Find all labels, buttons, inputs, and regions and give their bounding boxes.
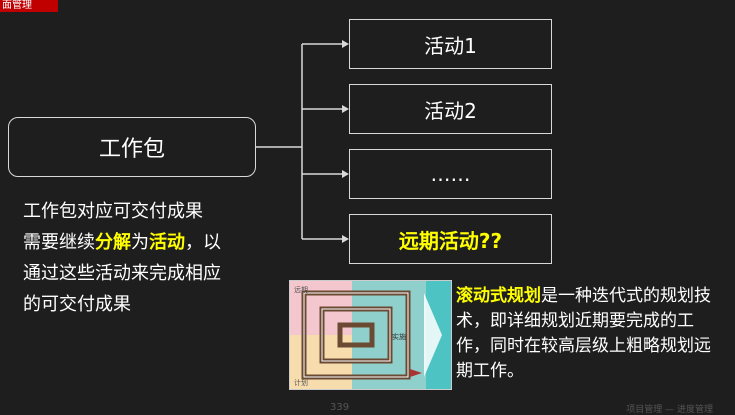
image-label-far: 远期: [294, 286, 308, 294]
work-package-description: 工作包对应可交付成果 需要继续分解为活动，以 通过这些活动来完成相应 的可交付成…: [23, 196, 283, 320]
activity-label: 活动2: [424, 98, 477, 123]
desc-line: 的可交付成果: [23, 294, 131, 315]
rolling-wave-body: 是一种迭代式的规划技术，即详细规划近期要完成的工作，同时在较高层级上粗略规划远期…: [456, 286, 711, 381]
desc-line: 工作包对应可交付成果: [23, 201, 203, 222]
desc-line: 需要继续分解为活动，以: [23, 232, 221, 253]
keyword-activity: 活动: [149, 232, 185, 253]
work-package-box: 工作包: [8, 117, 256, 177]
image-label-plan: 计划: [294, 378, 308, 387]
activity-box-1: 活动1: [349, 19, 552, 69]
activity-box-ellipsis: ……: [349, 149, 552, 199]
activity-label: 活动1: [424, 33, 477, 58]
image-label-execute: 实施: [392, 332, 406, 341]
footer-note: 项目管理 — 进度管理: [626, 405, 713, 415]
keyword-decompose: 分解: [95, 232, 131, 253]
rolling-wave-description: 滚动式规划是一种迭代式的规划技术，即详细规划近期要完成的工作，同时在较高层级上粗…: [456, 284, 726, 384]
activity-box-2: 活动2: [349, 84, 552, 134]
page-number: 339: [330, 402, 350, 413]
section-tag: 面管理: [0, 0, 58, 12]
rolling-wave-title: 滚动式规划: [456, 286, 541, 306]
activity-label: ……: [430, 162, 471, 186]
rolling-wave-diagram: 远期 计划 实施: [289, 280, 452, 390]
activity-box-future: 远期活动??: [349, 214, 552, 264]
activity-label: 远期活动??: [398, 228, 503, 253]
desc-line: 通过这些活动来完成相应: [23, 263, 221, 284]
work-package-label: 工作包: [98, 137, 165, 162]
